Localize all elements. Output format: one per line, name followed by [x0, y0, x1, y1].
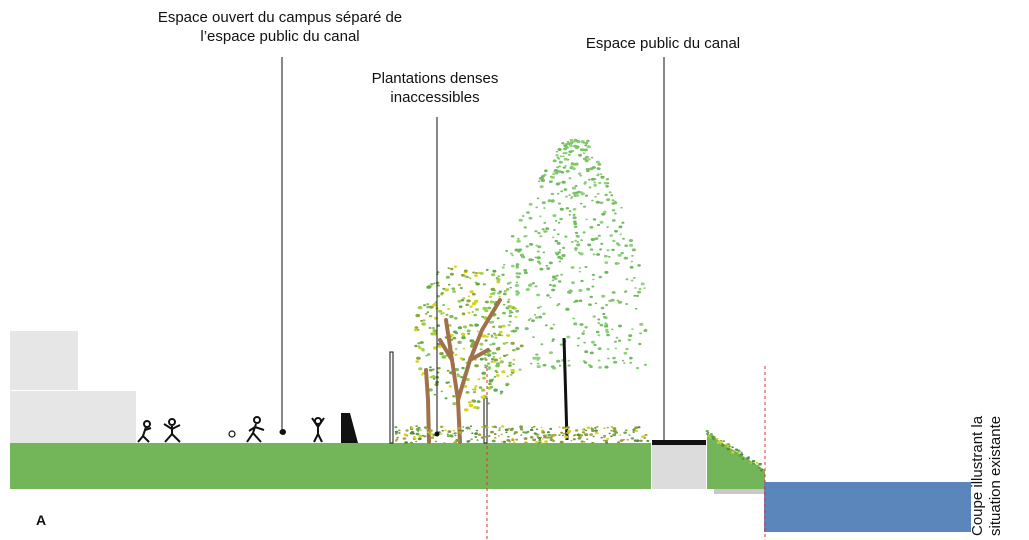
- embankment-base: [714, 489, 764, 494]
- ball-icon: [228, 430, 236, 438]
- person-cheer-icon: [311, 417, 325, 443]
- caption-line1: Coupe illustrant la: [969, 415, 986, 536]
- large-tree-trunk: [562, 337, 569, 441]
- goal-icon: [341, 413, 358, 443]
- building-lower: [10, 391, 136, 444]
- canal-water: [764, 482, 971, 532]
- person-play-icon: [246, 416, 265, 443]
- label-canal-public-space: Espace public du canal: [548, 34, 778, 53]
- small-tree-canopy: [413, 265, 524, 412]
- section-caption: Coupe illustrant la situation existante: [969, 366, 1005, 536]
- small-tree-trunk: [424, 298, 502, 444]
- large-tree-canopy: [483, 138, 648, 371]
- fence-post: [389, 351, 394, 444]
- person-jump-icon: [163, 418, 181, 443]
- leader-dot-campus: [279, 429, 285, 435]
- label-campus-open-space: Espace ouvert du campus séparé de l’espa…: [110, 8, 450, 46]
- ground-campus: [10, 443, 651, 489]
- label-dense-plantations: Plantations denses inaccessibles: [330, 69, 540, 107]
- person-kick-icon: [137, 420, 152, 443]
- canal-wall: [652, 444, 706, 489]
- section-letter: A: [36, 512, 47, 528]
- dense-shrubs: [394, 424, 764, 472]
- canal-walkway: [652, 440, 706, 445]
- leader-dot-plantations: [434, 431, 440, 437]
- building-upper: [10, 331, 78, 390]
- caption-line2: situation existante: [987, 415, 1004, 536]
- label-plantations-line2: inaccessibles: [390, 89, 480, 106]
- label-campus-line2: l’espace public du canal: [200, 28, 360, 45]
- label-canal-text: Espace public du canal: [585, 35, 741, 52]
- label-plantations-line1: Plantations denses: [371, 70, 499, 87]
- label-campus-line1: Espace ouvert du campus séparé de: [157, 9, 403, 26]
- canal-embankment: [707, 433, 765, 489]
